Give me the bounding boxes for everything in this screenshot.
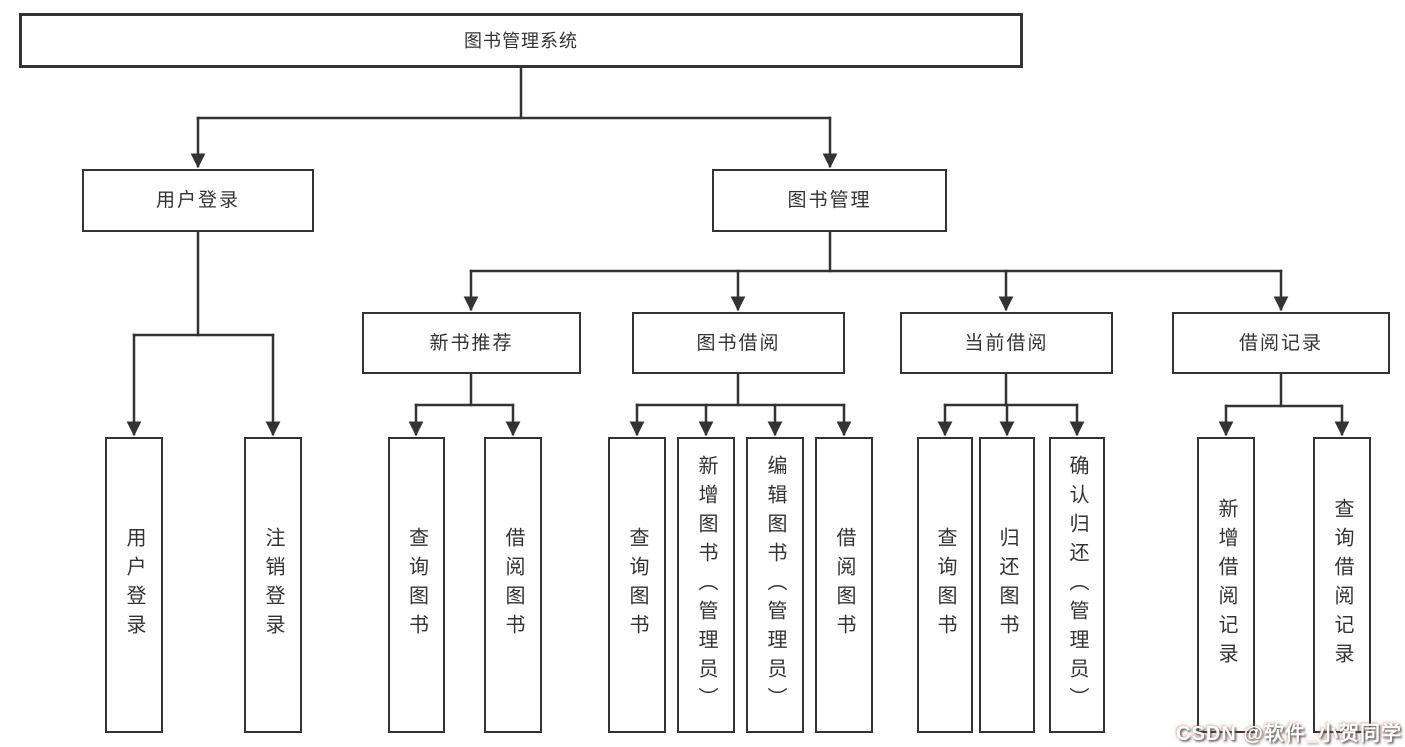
node-user-login: 用户登录 [82,169,314,232]
node-leaf-edit-book-admin: 编辑图书（管理员） [746,437,804,733]
node-leaf-confirm-return-admin: 确认归还（管理员） [1049,437,1105,733]
node-leaf-query-books-2: 查询图书 [608,437,666,733]
node-borrow-records: 借阅记录 [1172,312,1390,374]
csdn-watermark: CSDN @软件_小贺同学 [1176,723,1402,745]
node-book-borrow: 图书借阅 [632,312,845,374]
node-leaf-user-login: 用户登录 [105,437,163,733]
node-leaf-borrow-books-2: 借阅图书 [815,437,873,733]
node-leaf-query-borrow-record: 查询借阅记录 [1313,437,1371,733]
node-leaf-borrow-books-1: 借阅图书 [484,437,542,733]
node-root-system: 图书管理系统 [19,13,1023,68]
node-leaf-query-books-1: 查询图书 [388,437,445,733]
node-leaf-query-books-3: 查询图书 [917,437,973,733]
node-current-borrow: 当前借阅 [900,312,1113,374]
connector-group [126,66,1350,437]
node-leaf-logout: 注销登录 [244,437,302,733]
node-leaf-add-borrow-record: 新增借阅记录 [1197,437,1255,733]
node-leaf-add-book-admin: 新增图书（管理员） [677,437,735,733]
node-leaf-return-book: 归还图书 [979,437,1035,733]
node-new-book-recommend: 新书推荐 [362,312,581,374]
node-book-management: 图书管理 [712,169,947,232]
